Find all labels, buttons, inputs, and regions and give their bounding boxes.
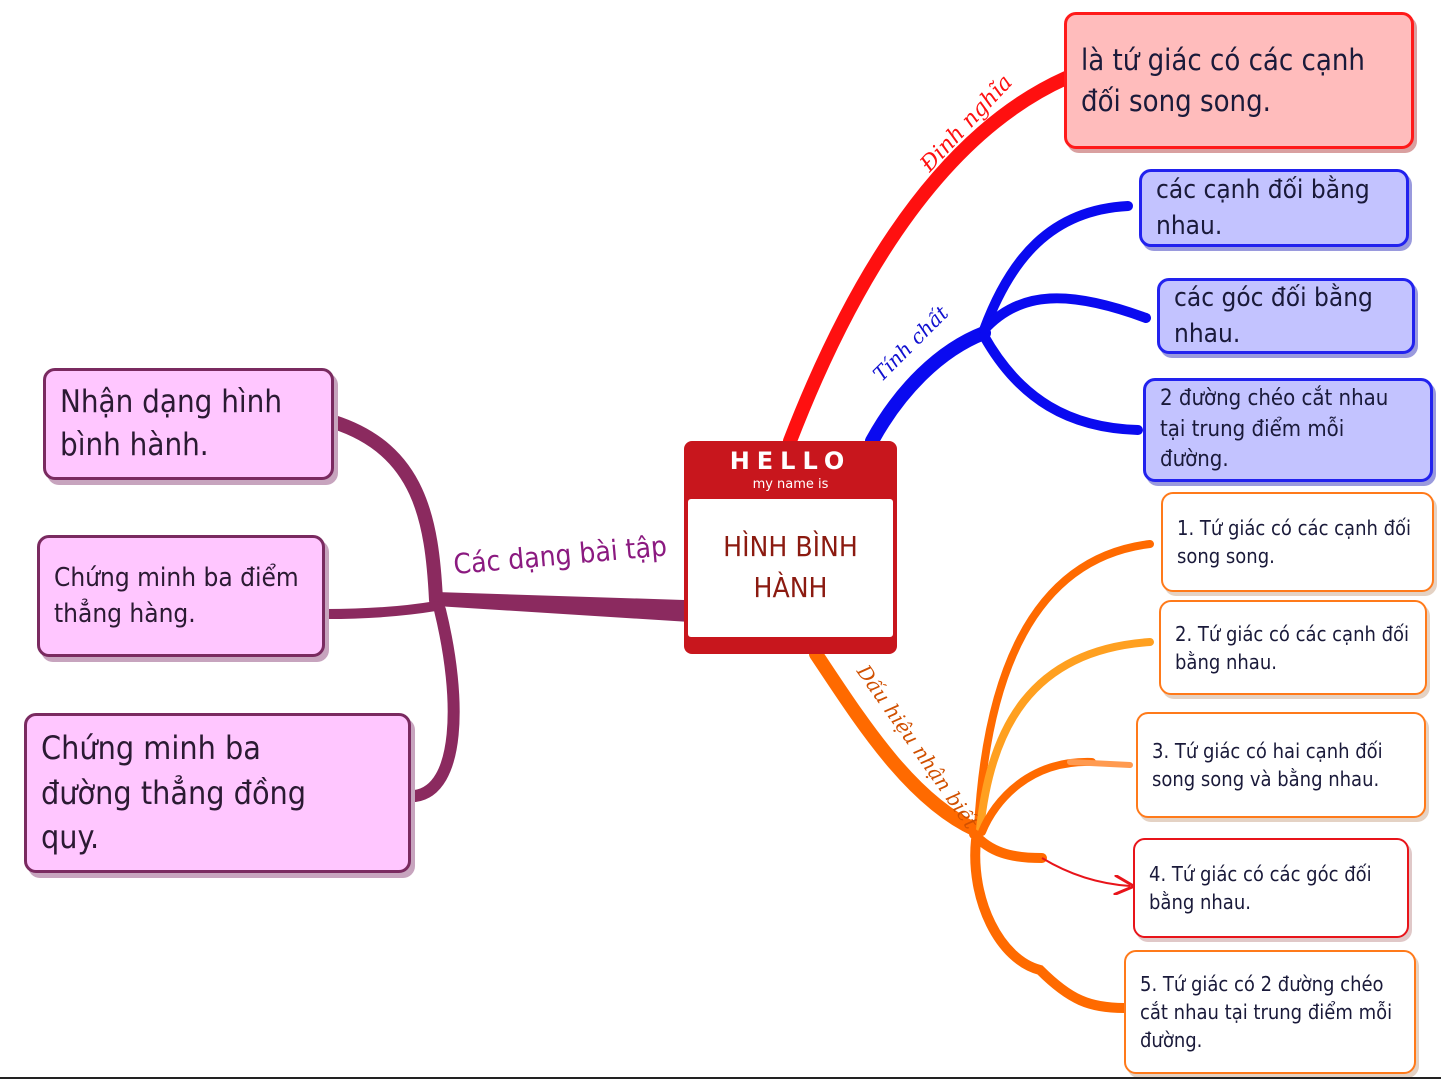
name-subtitle: my name is (752, 477, 829, 492)
exercise-box-2[interactable]: Chứng minh ba điểm thẳng hàng. (37, 535, 325, 657)
exercise-text-3: Chứng minh ba đường thẳng đồng quy. (41, 728, 307, 857)
center-name-tag[interactable]: HELLO my name is HÌNH BÌNH HÀNH (684, 441, 897, 654)
sign-box-3[interactable]: 3. Tứ giác có hai cạnh đối song song và … (1136, 712, 1426, 818)
signs-connector-5 (970, 835, 1129, 1013)
sign-text-4: 4. Tứ giác có các góc đối bằng nhau. (1149, 862, 1372, 914)
sign-box-2[interactable]: 2. Tứ giác có các cạnh đối bằng nhau. (1159, 600, 1427, 695)
signs-main-connector (809, 647, 983, 837)
sign-text-5: 5. Tứ giác có 2 đường chéo cắt nhau tại … (1140, 972, 1393, 1052)
center-title: HÌNH BÌNH HÀNH (723, 530, 858, 604)
exercise-box-1[interactable]: Nhận dạng hình bình hành. (43, 368, 334, 480)
signs-connector-2 (976, 638, 1154, 834)
exercises-connector-1 (327, 415, 443, 607)
exercise-text-1: Nhận dạng hình bình hành. (60, 383, 282, 463)
sign-text-2: 2. Tứ giác có các cạnh đối bằng nhau. (1175, 621, 1410, 674)
exercise-box-3[interactable]: Chứng minh ba đường thẳng đồng quy. (24, 713, 411, 873)
properties-main-connector (865, 326, 991, 448)
sign-box-5[interactable]: 5. Tứ giác có 2 đường chéo cắt nhau tại … (1124, 950, 1416, 1074)
name-card: HÌNH BÌNH HÀNH (688, 499, 893, 637)
property-box-1[interactable]: các cạnh đối bằng nhau. (1139, 169, 1409, 247)
property-text-1: các cạnh đối bằng nhau. (1156, 174, 1370, 241)
exercises-main-connector (436, 592, 690, 622)
signs-connector-3-ext (1067, 759, 1133, 768)
property-box-2[interactable]: các góc đối bằng nhau. (1157, 278, 1415, 354)
hello-text: HELLO (729, 447, 852, 475)
properties-connector-3 (979, 331, 1143, 435)
exercise-text-2: Chứng minh ba điểm thẳng hàng. (54, 562, 299, 629)
property-box-3[interactable]: 2 đường chéo cắt nhau tại trung điểm mỗi… (1143, 378, 1433, 482)
definition-text: là tứ giác có các cạnh đối song song. (1081, 42, 1365, 118)
properties-connector-2 (979, 293, 1151, 335)
properties-connector-1 (979, 201, 1133, 335)
signs-connector-4 (969, 829, 1047, 863)
signs-connector-3 (978, 757, 1096, 836)
bottom-rule (0, 1077, 1441, 1079)
exercises-connector-3 (409, 604, 460, 802)
property-text-2: các góc đối bằng nhau. (1174, 282, 1373, 349)
sign-box-1[interactable]: 1. Tứ giác có các cạnh đối song song. (1161, 492, 1434, 592)
sign-box-4[interactable]: 4. Tứ giác có các góc đối bằng nhau. (1133, 838, 1409, 938)
signs-connector-1 (974, 540, 1154, 832)
definition-connector (783, 71, 1073, 448)
sign-text-3: 3. Tứ giác có hai cạnh đối song song và … (1152, 739, 1383, 791)
exercises-connector-2 (321, 601, 441, 619)
definition-box[interactable]: là tứ giác có các cạnh đối song song. (1064, 12, 1414, 149)
sign-text-1: 1. Tứ giác có các cạnh đối song song. (1177, 516, 1412, 568)
property-text-3: 2 đường chéo cắt nhau tại trung điểm mỗi… (1160, 385, 1389, 473)
signs-connector-4-ext (1041, 857, 1130, 886)
